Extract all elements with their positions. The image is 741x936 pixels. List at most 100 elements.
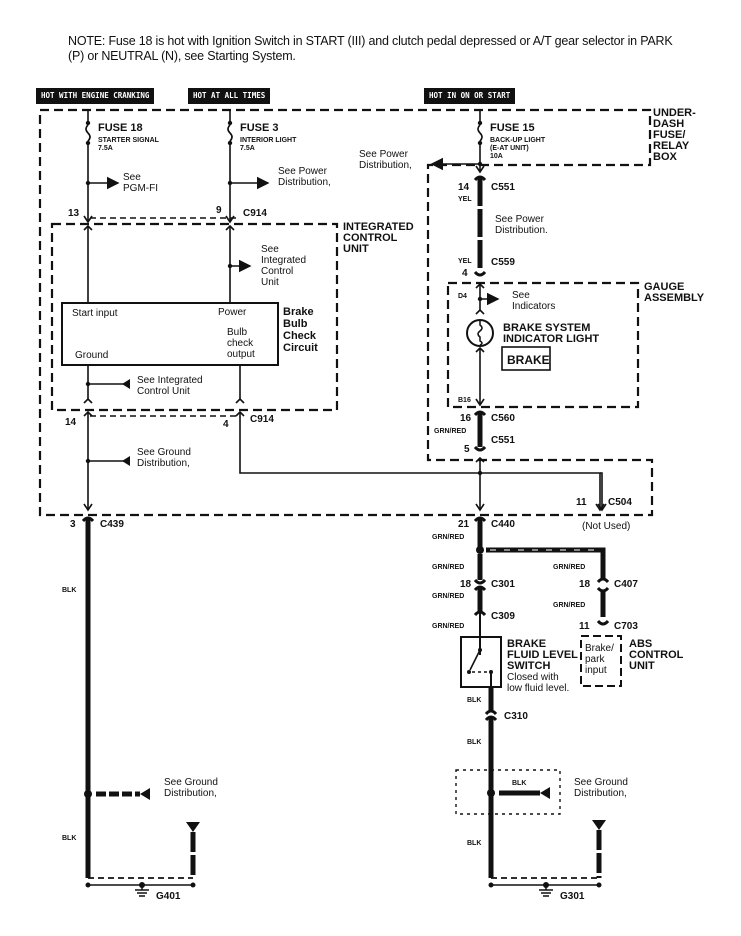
wire-blk-2: BLK: [62, 835, 76, 842]
underdash-label-4: RELAY: [653, 140, 690, 152]
indicator-title-1: BRAKE SYSTEM: [503, 322, 590, 334]
wire-blk-4: BLK: [467, 739, 481, 746]
connector-c551-top: C551: [491, 182, 515, 193]
fuse-15-desc2: (E-AT UNIT): [490, 145, 529, 152]
pin-9: 9: [216, 205, 222, 216]
wire-yel-1: YEL: [458, 196, 472, 203]
connector-c309: C309: [491, 611, 515, 622]
ref-icu2-1: See Integrated: [137, 375, 203, 386]
pin-3: 3: [70, 519, 76, 530]
wire-grnred-5: GRN/RED: [432, 623, 464, 630]
fuse-3-desc: INTERIOR LIGHT: [240, 137, 297, 144]
icu-box-outline: [50, 222, 339, 412]
underdash-label-2: DASH: [653, 118, 684, 130]
fuse-18-desc: STARTER SIGNAL: [98, 137, 160, 144]
ref-pgmfi-2: PGM-FI: [123, 183, 158, 194]
connector-c559: C559: [491, 257, 515, 268]
ground-g401-icon: [135, 882, 149, 897]
ref-icu1-1: See: [261, 244, 279, 255]
header-hot-on-start: HOT IN ON OR START: [424, 88, 516, 104]
ref-icu1-3: Control: [261, 266, 293, 277]
wire-blk-1: BLK: [62, 587, 76, 594]
wire-grnred-3: GRN/RED: [432, 564, 464, 571]
connector-c914-top: C914: [243, 208, 267, 219]
wire-grnred-7: GRN/RED: [553, 602, 585, 609]
pin-13: 13: [68, 208, 80, 219]
fuse-3: [225, 110, 235, 224]
circuit-name-2: Bulb: [283, 318, 308, 330]
pin-b16: B16: [458, 397, 471, 404]
connector-c914-bottom: C914: [250, 414, 274, 425]
ref-icu2-2: Control Unit: [137, 386, 190, 397]
note-text: NOTE: Fuse 18 is hot with Ignition Switc…: [68, 34, 673, 63]
ref-power1-1: See Power: [278, 166, 328, 177]
brake-indicator-bulb-icon: [466, 319, 494, 347]
abs-label-1: ABS: [629, 638, 652, 650]
pin-18-c301: 18: [460, 579, 472, 590]
switch-desc-1: Closed with: [507, 672, 559, 683]
gauge-label-1: GAUGE: [644, 281, 684, 293]
fuse-18-name: FUSE 18: [98, 122, 143, 134]
wire-grnred-4: GRN/RED: [432, 593, 464, 600]
ground-g301-label: G301: [560, 891, 585, 902]
fuse-3-rating: 7.5A: [240, 145, 255, 152]
ground-g301-icon: [539, 882, 553, 897]
pin-4-left: 4: [223, 419, 229, 430]
circuit-ground: Ground: [75, 350, 108, 361]
pin-5: 5: [464, 444, 470, 455]
fuse-15: [475, 110, 485, 174]
pin-4-right: 4: [462, 268, 468, 279]
pin-18-c407: 18: [579, 579, 591, 590]
icu-label-2: CONTROL: [343, 232, 398, 244]
connector-c703: C703: [614, 621, 638, 632]
circuit-power: Power: [218, 307, 247, 318]
wire-blk-3: BLK: [467, 697, 481, 704]
ref-power1-2: Distribution,: [278, 177, 331, 188]
connector-c310: C310: [504, 711, 528, 722]
wire-grnred-1: GRN/RED: [434, 428, 466, 435]
switch-desc-2: low fluid level.: [507, 683, 569, 694]
header-hot-cranking: HOT WITH ENGINE CRANKING: [36, 88, 155, 104]
fuse-18-rating: 7.5A: [98, 145, 113, 152]
switch-title-2: FLUID LEVEL: [507, 649, 578, 661]
wire-grnred-2: GRN/RED: [432, 534, 464, 541]
underdash-label-3: FUSE/: [653, 129, 685, 141]
circuit-bulb-check-3: output: [227, 349, 255, 360]
ref-ground2-2: Distribution,: [164, 788, 217, 799]
circuit-bulb-check-2: check: [227, 338, 254, 349]
ref-power2-2: Distribution,: [359, 160, 412, 171]
abs-input-2: park: [585, 654, 605, 665]
abs-input-box: [580, 635, 622, 687]
connector-c504: C504: [608, 497, 632, 508]
pin-21: 21: [458, 519, 470, 530]
not-used-label: (Not Used): [582, 521, 630, 532]
fuse-18: [83, 110, 93, 224]
icu-label-1: INTEGRATED: [343, 221, 414, 233]
ref-indicators-2: Indicators: [512, 301, 555, 312]
fuse-15-desc: BACK-UP LIGHT: [490, 137, 546, 144]
pin-d4: D4: [458, 293, 467, 300]
pin-14-right: 14: [458, 182, 470, 193]
ref-pgmfi-1: See: [123, 172, 141, 183]
brake-symbol-text: BRAKE: [507, 353, 550, 367]
ref-icu1-4: Unit: [261, 277, 279, 288]
brake-symbol-box: [501, 346, 551, 371]
switch-title-3: SWITCH: [507, 660, 550, 672]
abs-input-1: Brake/: [585, 643, 614, 654]
abs-label-3: UNIT: [629, 660, 655, 672]
ref-ground3-2: Distribution,: [574, 788, 627, 799]
icu-label-3: UNIT: [343, 243, 369, 255]
ref-power3-1: See Power: [495, 214, 545, 225]
pin-14-left: 14: [65, 417, 77, 428]
circuit-name-3: Check: [283, 330, 317, 342]
pin-11-c504: 11: [576, 497, 587, 508]
fuse-15-rating: 10A: [490, 153, 503, 160]
connector-c407: C407: [614, 579, 638, 590]
ground-g401-label: G401: [156, 891, 181, 902]
circuit-name-4: Circuit: [283, 342, 318, 354]
fuse-15-name: FUSE 15: [490, 122, 535, 134]
switch-title-1: BRAKE: [507, 638, 546, 650]
gauge-box-outline: [446, 281, 640, 409]
connector-c439: C439: [100, 519, 124, 530]
